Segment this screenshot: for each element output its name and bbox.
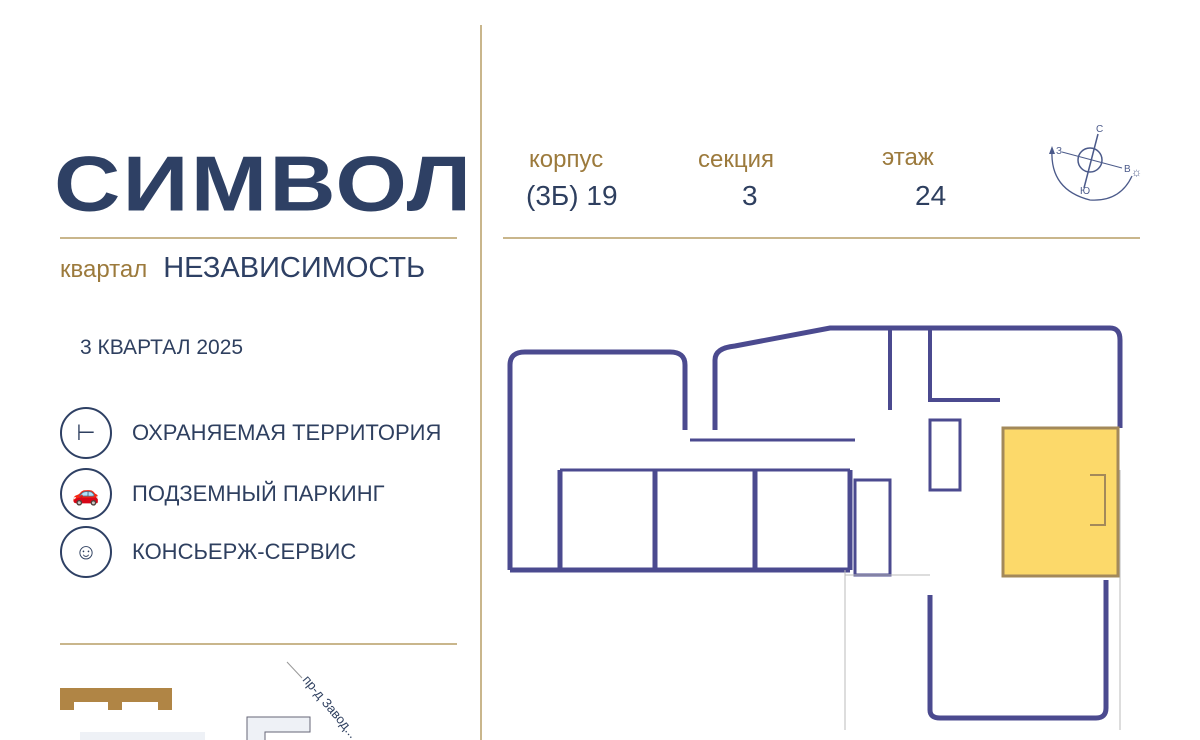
district-name: НЕЗАВИСИМОСТЬ xyxy=(163,252,426,284)
svg-text:В: В xyxy=(1124,164,1131,175)
feature-parking: 🚗ПОДЗЕМНЫЙ ПАРКИНГ xyxy=(60,468,385,520)
barrier-icon: ⊢ xyxy=(60,407,112,459)
floor-value: 24 xyxy=(915,180,947,211)
building-label: корпус xyxy=(529,146,604,173)
concierge-icon: ☺ xyxy=(60,526,112,578)
svg-text:З: З xyxy=(1056,146,1062,157)
wall xyxy=(927,580,1109,721)
divider xyxy=(60,643,457,645)
feature-security: ⊢ОХРАНЯЕМАЯ ТЕРРИТОРИЯ xyxy=(60,407,441,459)
section-value: 3 xyxy=(742,180,758,211)
wall xyxy=(560,438,855,472)
feature-concierge: ☺КОНСЬЕРЖ-СЕРВИС xyxy=(60,526,356,578)
logo: СИМВОЛ xyxy=(54,140,474,228)
compass-icon: С З В Ю ☼ xyxy=(1049,124,1142,201)
wall xyxy=(507,349,688,570)
floor-plan xyxy=(507,325,1123,730)
stairs xyxy=(853,478,892,577)
wall xyxy=(712,325,1123,430)
wall xyxy=(510,470,853,573)
wall xyxy=(888,328,1000,410)
vertical-divider xyxy=(480,25,482,740)
floor-label: этаж xyxy=(882,144,934,171)
divider xyxy=(503,237,1140,239)
district-prefix: квартал xyxy=(60,256,148,283)
building-value: (3Б) 19 xyxy=(526,180,618,211)
selected-apartment[interactable] xyxy=(1001,426,1120,578)
building-block xyxy=(80,732,205,740)
elevator xyxy=(928,418,962,492)
svg-text:Ю: Ю xyxy=(1080,186,1090,197)
site-map: пр-д Завод... xyxy=(60,661,361,740)
completion-date: 3 КВАРТАЛ 2025 xyxy=(80,336,244,359)
building-block xyxy=(246,716,311,740)
building-block xyxy=(60,688,172,710)
svg-text:С: С xyxy=(1096,124,1103,135)
car-icon: 🚗 xyxy=(60,468,112,520)
section-label: секция xyxy=(698,146,774,173)
district: квартал НЕЗАВИСИМОСТЬ xyxy=(60,252,425,285)
divider xyxy=(60,237,457,239)
svg-text:☼: ☼ xyxy=(1131,165,1142,179)
